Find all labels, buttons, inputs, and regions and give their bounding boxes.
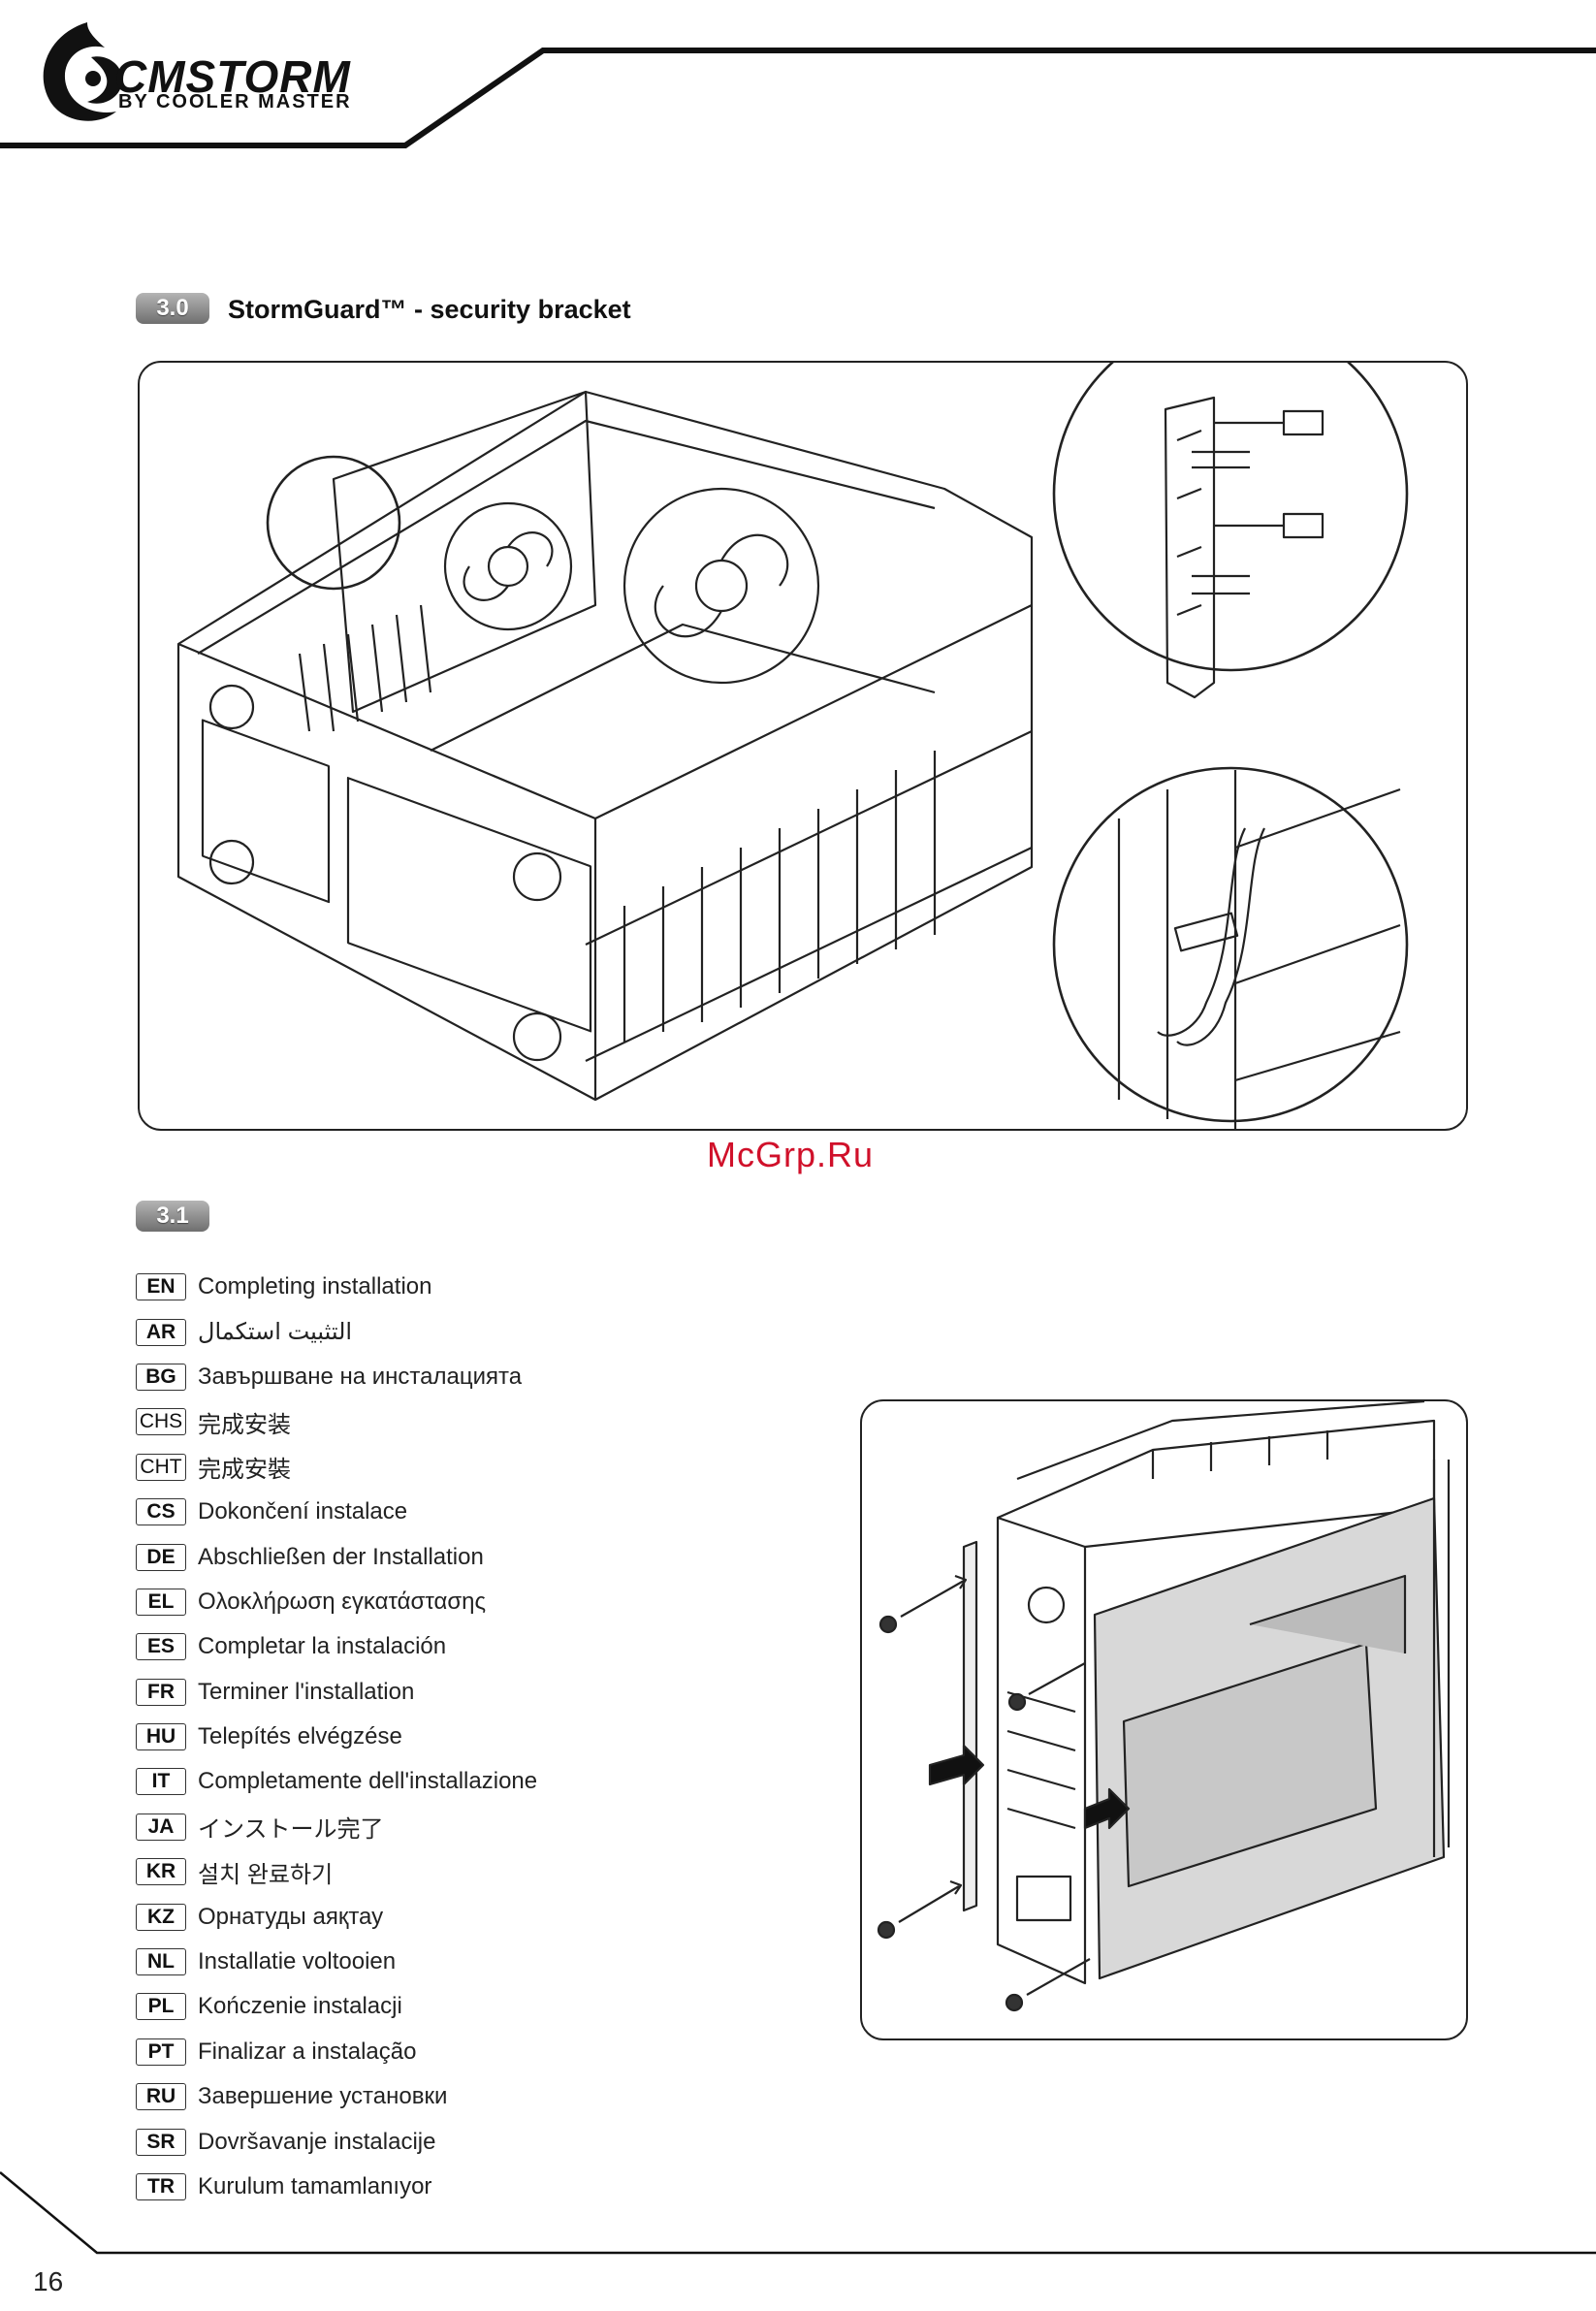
- language-code: KR: [136, 1858, 186, 1886]
- language-code: PT: [136, 2038, 186, 2066]
- language-code: NL: [136, 1948, 186, 1976]
- language-text: Terminer l'installation: [198, 1678, 415, 1705]
- language-code: CHS: [136, 1408, 186, 1436]
- language-code: EN: [136, 1273, 186, 1301]
- brand-name: CMSTORM: [114, 51, 351, 102]
- language-text: Орнатуды аяқтау: [198, 1903, 384, 1930]
- language-code: HU: [136, 1723, 186, 1751]
- language-text: Completing installation: [198, 1273, 432, 1300]
- list-item: EN Completing installation: [136, 1265, 873, 1309]
- language-text: 설치 완료하기: [198, 1861, 334, 1888]
- language-text: التثبيت استكمال: [198, 1319, 353, 1346]
- language-code: ES: [136, 1633, 186, 1661]
- language-text: Abschließen der Installation: [198, 1543, 484, 1570]
- footer-band: [0, 2171, 1596, 2255]
- language-text: Ολοκλήρωση εγκατάστασης: [198, 1588, 487, 1615]
- list-item: HU Telepítés elvégzése: [136, 1715, 873, 1759]
- list-item: EL Ολοκλήρωση εγκατάστασης: [136, 1580, 873, 1624]
- language-code: AR: [136, 1318, 186, 1346]
- section-number-badge: 3.0: [136, 293, 209, 324]
- security-bracket-figure: [138, 361, 1468, 1131]
- list-item: PT Finalizar a instalação: [136, 2030, 873, 2074]
- language-code: BG: [136, 1363, 186, 1391]
- list-item: RU Завершение установки: [136, 2074, 873, 2119]
- watermark: McGrp.Ru: [707, 1135, 875, 1174]
- list-item: KZ Орнатуды аяқтау: [136, 1894, 873, 1939]
- list-item: PL Kończenie instalacji: [136, 1984, 873, 2029]
- cmstorm-logo-icon: [43, 22, 123, 121]
- language-code: EL: [136, 1588, 186, 1616]
- list-item: BG Завършване на инсталацията: [136, 1355, 873, 1399]
- language-text: Completamente dell'installazione: [198, 1768, 538, 1795]
- list-item: IT Completamente dell'installazione: [136, 1759, 873, 1804]
- language-text: Завършване на инсталацията: [198, 1363, 523, 1390]
- language-text: Kończenie instalacji: [198, 1993, 402, 2020]
- language-text: Telepítés elvégzése: [198, 1723, 402, 1750]
- language-code: IT: [136, 1768, 186, 1796]
- list-item: DE Abschließen der Installation: [136, 1534, 873, 1579]
- language-text: Dokončení instalace: [198, 1498, 408, 1525]
- list-item: CS Dokončení instalace: [136, 1490, 873, 1534]
- side-panel-installation-figure: [860, 1399, 1468, 2040]
- language-code: DE: [136, 1543, 186, 1571]
- list-item: ES Completar la instalación: [136, 1624, 873, 1669]
- list-item: NL Installatie voltooien: [136, 1940, 873, 1984]
- language-text: Completar la instalación: [198, 1633, 447, 1660]
- language-code: RU: [136, 2083, 186, 2111]
- language-code: CS: [136, 1498, 186, 1526]
- language-code: JA: [136, 1813, 186, 1841]
- language-code: SR: [136, 2128, 186, 2156]
- language-text: Kurulum tamamlanıyor: [198, 2173, 432, 2199]
- list-item: AR التثبيت استكمال: [136, 1309, 873, 1354]
- language-text: インストール完了: [198, 1816, 384, 1844]
- language-list: EN Completing installation AR التثبيت استك…: [136, 1265, 873, 2209]
- list-item: KR 설치 완료하기: [136, 1849, 873, 1894]
- language-code: PL: [136, 1993, 186, 2021]
- language-text: Finalizar a instalação: [198, 2038, 417, 2065]
- list-item: CHT 完成安裝: [136, 1445, 873, 1490]
- language-code: FR: [136, 1678, 186, 1706]
- language-text: 完成安裝: [198, 1457, 291, 1484]
- page-number: 16: [33, 2266, 64, 2296]
- list-item: JA インストール完了: [136, 1805, 873, 1849]
- language-code: KZ: [136, 1903, 186, 1931]
- section-title: StormGuard™ - security bracket: [228, 295, 631, 324]
- list-item: SR Dovršavanje instalacije: [136, 2119, 873, 2164]
- side-panel-illustration: [877, 1401, 1451, 2012]
- language-text: Installatie voltooien: [198, 1948, 397, 1975]
- list-item: CHS 完成安装: [136, 1399, 873, 1444]
- language-text: 完成安装: [198, 1411, 291, 1438]
- language-text: Dovršavanje instalacije: [198, 2128, 436, 2155]
- language-code: TR: [136, 2173, 186, 2200]
- header-band: [0, 48, 1596, 148]
- list-item: FR Terminer l'installation: [136, 1670, 873, 1715]
- section-number-badge-31: 3.1: [136, 1201, 209, 1232]
- brand-tagline: BY COOLER MASTER: [118, 91, 352, 112]
- language-text: Завершение установки: [198, 2083, 448, 2110]
- list-item: TR Kurulum tamamlanıyor: [136, 2165, 873, 2209]
- language-code: CHT: [136, 1453, 186, 1481]
- case-interior-illustration: [176, 363, 1409, 1129]
